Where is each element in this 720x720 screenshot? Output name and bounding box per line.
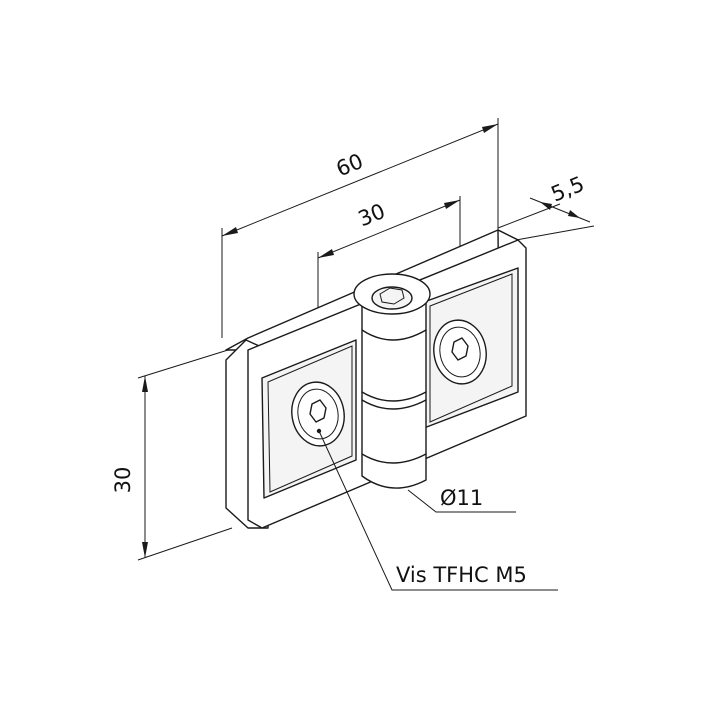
leader-line-screw [318,430,558,591]
extension-line-height-bottom [137,527,233,561]
arrowhead-hole-left [318,249,334,258]
extension-line-height-top [137,349,229,379]
arrowhead-height-bottom [142,542,148,558]
knuckle-bore [371,286,413,310]
arrowhead-hole-right [444,200,460,209]
hex-socket-right-icon [451,337,469,361]
arrowhead-left [222,227,238,236]
dim-height: 30 [111,349,233,561]
dimension-line-30 [317,199,461,259]
left-pocket-inner [267,345,353,493]
callout-screw-label: Vis TFHC M5 [396,563,527,587]
dim-label-5-5: 5,5 [548,172,588,207]
hinge-body [225,229,527,529]
arrowhead-right [482,124,498,133]
knuckle-hex-icon [379,287,405,305]
arrowhead-thickness-b [568,210,580,218]
dim-thickness: 5,5 [497,172,595,241]
dim-label-diameter: Ø11 [440,486,483,510]
callout-diameter: Ø11 [407,486,516,513]
knuckle-ring-3 [361,399,427,410]
dim-label-60: 60 [333,149,367,181]
dim-label-30-spacing: 30 [355,199,389,231]
callout-screw: Vis TFHC M5 [318,430,558,591]
hinge-knuckle [353,273,431,489]
arrowhead-thickness-a [540,202,552,210]
knuckle-ring-1 [361,329,427,341]
hex-socket-left-icon [309,399,327,423]
screw-left-head [291,381,345,447]
knuckle-body [361,295,427,489]
extension-line-thickness-front [515,225,595,241]
knuckle-ring-4 [361,453,427,464]
right-pocket-inner [429,273,513,423]
screw-right-head-inner [439,326,481,378]
knuckle-ring-2 [361,391,427,402]
dimension-line-60 [221,123,499,237]
arrowhead-height-top [142,376,148,392]
dim-label-30-height: 30 [111,467,135,494]
screw-right-head [433,319,487,385]
leader-line-diameter [407,489,516,513]
screw-right [433,319,487,385]
